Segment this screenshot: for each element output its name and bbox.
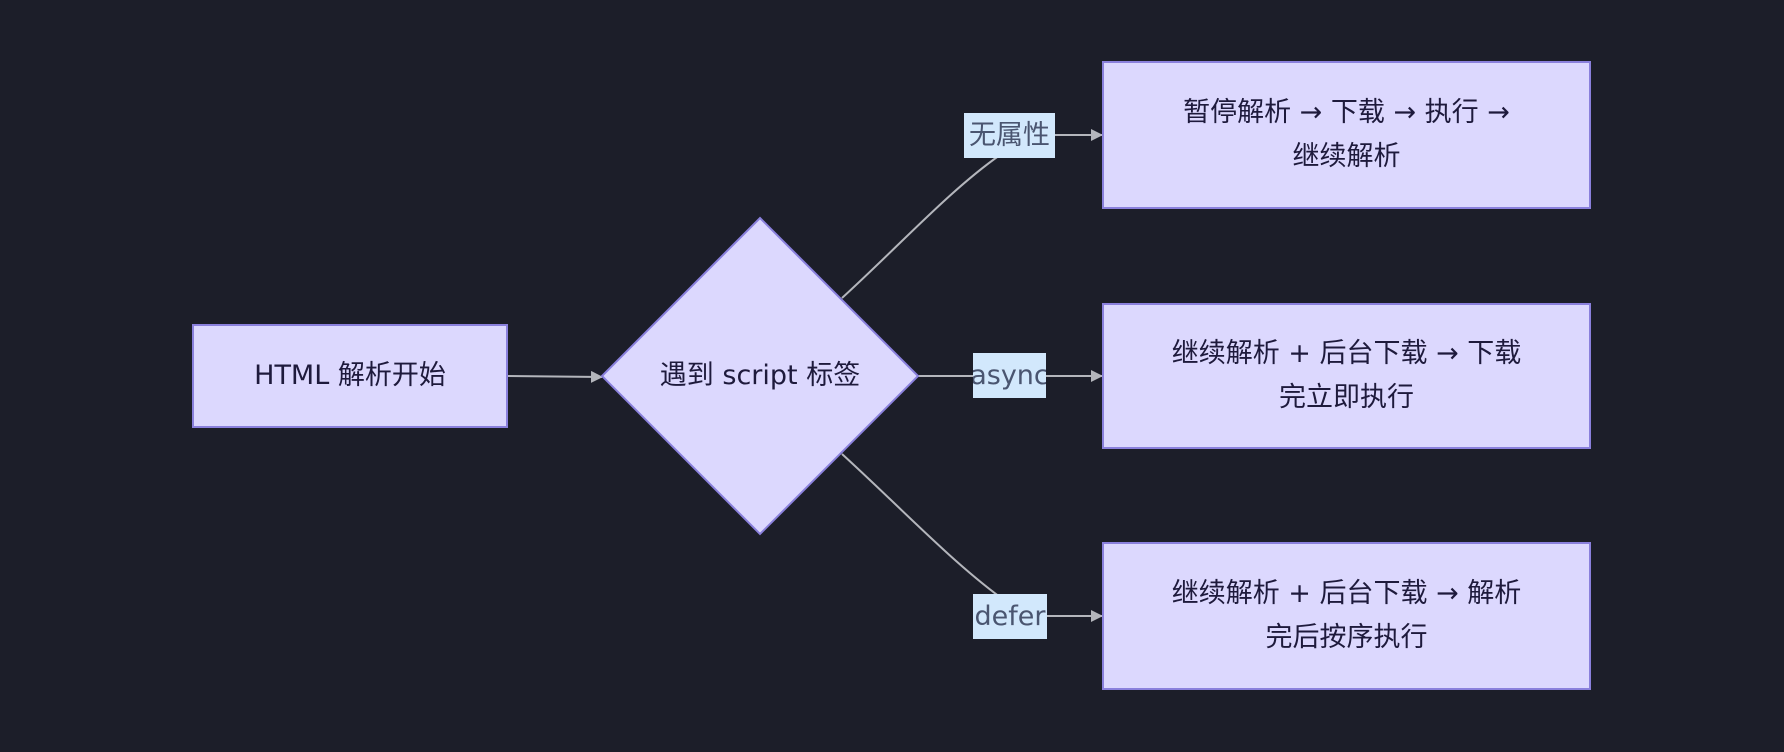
node-sync-execution[interactable]: 暂停解析 → 下载 → 执行 → 继续解析 [1102, 61, 1591, 209]
node-defer-execution-label: 继续解析 + 后台下载 → 解析完后按序执行 [1171, 578, 1522, 653]
edge-label-no-attribute: 无属性 [964, 113, 1055, 158]
node-html-parse-start-label: HTML 解析开始 [254, 360, 446, 391]
edge-decision-to-defer [841, 453, 1103, 622]
edge-label-defer: defer [973, 594, 1047, 639]
node-async-execution-label: 继续解析 + 后台下载 → 下载完立即执行 [1171, 338, 1522, 413]
node-defer-execution[interactable]: 继续解析 + 后台下载 → 解析完后按序执行 [1102, 542, 1591, 690]
edge-start-to-decision [507, 370, 603, 383]
edge-label-async: async [973, 353, 1046, 398]
node-async-execution[interactable]: 继续解析 + 后台下载 → 下载完立即执行 [1102, 303, 1591, 449]
decision-diamond[interactable] [600, 216, 920, 536]
node-sync-execution-label: 暂停解析 → 下载 → 执行 → 继续解析 [1183, 97, 1510, 172]
node-html-parse-start[interactable]: HTML 解析开始 [192, 324, 508, 428]
edge-decision-to-sync [841, 129, 1103, 299]
decision-label: 遇到 script 标签 [659, 360, 861, 391]
